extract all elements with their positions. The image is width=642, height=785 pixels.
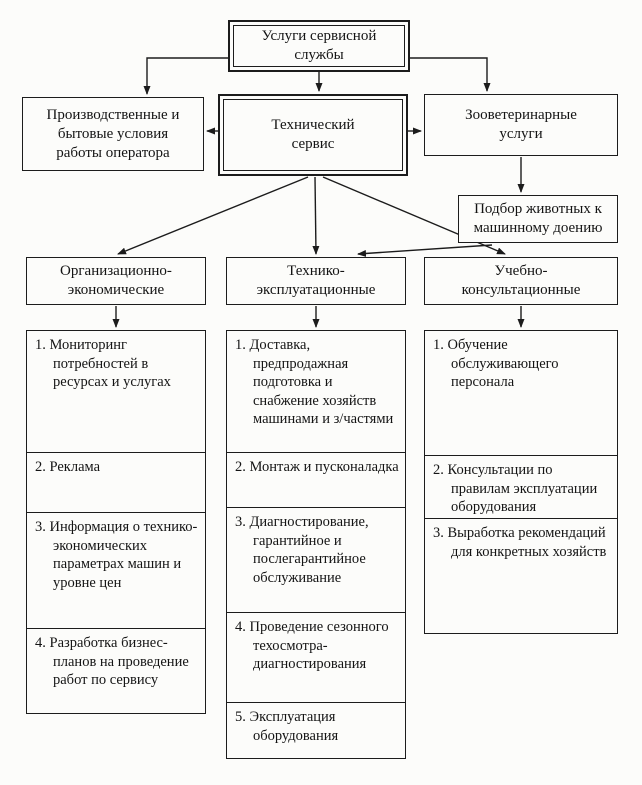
node-operator-conditions-label: Производственные и бытовые условия работ… [46, 106, 180, 161]
list-item: 1. Доставка, предпродажная подготовка и … [227, 331, 405, 453]
node-category-organizational: Организационно- экономические [26, 257, 206, 305]
arrow-root-to-operator-conditions [143, 57, 229, 95]
list-item-text: 1. Мониторинг потребностей в ресурсах и … [35, 337, 171, 390]
list-item-text: 1. Доставка, предпродажная подготовка и … [235, 337, 394, 427]
list-item: 4. Разработка бизнес-планов на проведени… [27, 629, 205, 713]
list-item-text: 4. Проведение сезонного техосмотра-диагн… [235, 619, 389, 672]
list-item-text: 1. Обучение обслуживающего персонала [433, 337, 559, 390]
node-operator-conditions: Производственные и бытовые условия работ… [22, 97, 204, 171]
list-item: 3. Информация о технико-экономических па… [27, 513, 205, 629]
node-category-operational: Технико- эксплуатационные [226, 257, 406, 305]
list-item: 1. Мониторинг потребностей в ресурсах и … [27, 331, 205, 453]
list-item: 5. Эксплуатация оборудования [227, 703, 405, 758]
node-zooveterinary: Зооветеринарные услуги [424, 94, 618, 156]
node-root-frame: Услуги сервисной службы [233, 25, 405, 67]
list-item-text: 2. Реклама [35, 459, 101, 475]
list-item: 2. Реклама [27, 453, 205, 513]
arrow-technical-to-organizational [117, 176, 309, 255]
category-organizational-label: Организационно- экономические [60, 263, 172, 298]
list-item: 2. Монтаж и пусконаладка [227, 453, 405, 508]
consulting-list: 1. Обучение обслуживающего персонала 2. … [424, 330, 618, 634]
node-technical-service-label: Технический сервис [271, 117, 355, 152]
node-category-consulting: Учебно- консультационные [424, 257, 618, 305]
operational-list: 1. Доставка, предпродажная подготовка и … [226, 330, 406, 759]
node-technical-service-frame: Технический сервис [223, 99, 403, 171]
list-item-text: 2. Монтаж и пусконаладка [235, 459, 399, 475]
list-item-text: 4. Разработка бизнес-планов на проведени… [35, 635, 189, 688]
list-item: 4. Проведение сезонного техосмотра-диагн… [227, 613, 405, 703]
node-animal-selection-label: Подбор животных к машинному доению [473, 201, 603, 236]
node-root-label: Услуги сервисной службы [261, 28, 377, 63]
node-technical-service: Технический сервис [218, 94, 408, 176]
list-item-text: 5. Эксплуатация оборудования [235, 709, 339, 744]
list-item-text: 3. Диагностирование, гарантийное и после… [235, 514, 369, 586]
list-item: 3. Диагностирование, гарантийное и после… [227, 508, 405, 613]
list-item-text: 3. Информация о технико-экономических па… [35, 519, 198, 591]
node-root: Услуги сервисной службы [228, 20, 410, 72]
list-item-text: 2. Консультации по правилам эксплуатации… [433, 462, 598, 515]
arrow-animal-selection-to-operational [357, 244, 493, 257]
list-item: 3. Выработка рекомендаций для конкретных… [425, 519, 617, 633]
category-consulting-label: Учебно- консультационные [461, 263, 581, 298]
arrow-root-to-zooveterinary [409, 57, 491, 92]
arrow-technical-to-operational [312, 176, 320, 255]
list-item: 1. Обучение обслуживающего персонала [425, 331, 617, 456]
list-item-text: 3. Выработка рекомендаций для конкретных… [433, 525, 607, 560]
node-zooveterinary-label: Зооветеринарные услуги [465, 107, 577, 142]
category-operational-label: Технико- эксплуатационные [256, 263, 376, 298]
list-item: 2. Консультации по правилам эксплуатации… [425, 456, 617, 519]
node-animal-selection: Подбор животных к машинному доению [458, 195, 618, 243]
organizational-list: 1. Мониторинг потребностей в ресурсах и … [26, 330, 206, 714]
